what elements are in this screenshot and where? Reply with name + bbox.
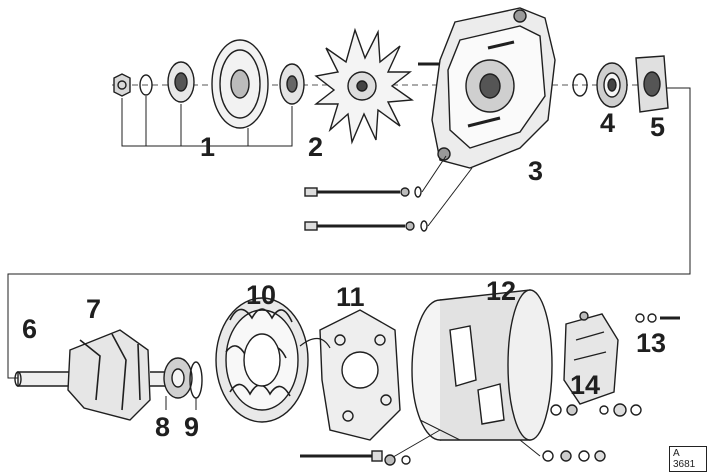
callout-9: 9 <box>184 412 200 442</box>
callout-1: 1 <box>200 132 216 162</box>
callout-12: 12 <box>486 276 517 306</box>
callout-8: 8 <box>155 412 171 442</box>
part-2-fan <box>313 27 414 145</box>
shaft-nut <box>113 73 131 97</box>
callout-4: 4 <box>600 108 616 138</box>
callout-7: 7 <box>86 294 102 324</box>
callout-10: 10 <box>246 280 277 310</box>
long-bolt-lower <box>304 167 473 232</box>
part-7-rotor <box>14 329 171 421</box>
part-5-cover-plate <box>635 55 669 113</box>
connector-line <box>7 87 691 379</box>
part-1-pulley-group <box>113 39 305 147</box>
part-13-regulator <box>563 311 680 405</box>
part-4-bearing <box>572 62 628 108</box>
part-11-rectifier <box>299 309 401 462</box>
callout-5: 5 <box>650 112 666 142</box>
callout-14: 14 <box>570 370 601 400</box>
callout-13: 13 <box>636 328 667 358</box>
part-3-drive-end-housing <box>418 7 556 169</box>
part-8-bearing <box>163 357 193 399</box>
callout-3: 3 <box>528 156 544 186</box>
lock-washer <box>139 74 153 96</box>
part-14-hardware <box>519 403 642 462</box>
callout-6: 6 <box>22 314 38 344</box>
reference-code: A 3681 <box>669 446 707 472</box>
part-10-stator <box>215 297 309 423</box>
part-12-housing <box>384 289 553 466</box>
callout-11: 11 <box>336 282 365 312</box>
long-bolt-upper <box>304 155 447 198</box>
callout-2: 2 <box>308 132 324 162</box>
